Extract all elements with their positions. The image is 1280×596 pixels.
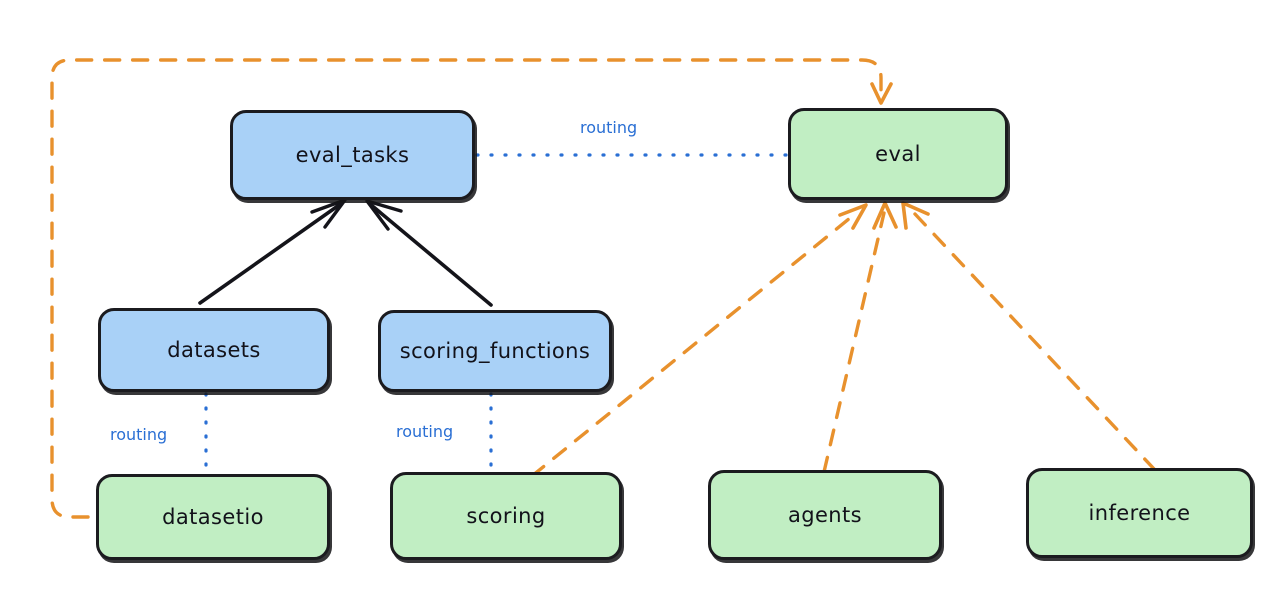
node-label-datasetio: datasetio bbox=[162, 505, 264, 529]
node-scoring-functions[interactable]: scoring_functions bbox=[378, 310, 612, 392]
edge-scoring_functions-to-eval_tasks bbox=[365, 199, 493, 307]
edge-datasetio-to-eval bbox=[50, 58, 893, 519]
edge-label-routing-eval-tasks-eval: routing bbox=[580, 118, 638, 137]
node-label-scoring-functions: scoring_functions bbox=[399, 339, 591, 363]
node-datasets[interactable]: datasets bbox=[98, 308, 330, 392]
edge-label-routing-scoring-functions-scoring: routing bbox=[396, 422, 454, 441]
edge-datasets-to-eval_tasks bbox=[198, 198, 347, 305]
edge-label-routing-datasets-datasetio: routing bbox=[110, 425, 168, 444]
node-label-agents: agents bbox=[787, 503, 862, 527]
node-eval[interactable]: eval bbox=[788, 108, 1008, 200]
edge-agents-to-eval bbox=[822, 201, 898, 474]
node-agents[interactable]: agents bbox=[708, 470, 942, 560]
node-label-inference: inference bbox=[1088, 501, 1191, 525]
node-label-eval-tasks: eval_tasks bbox=[295, 143, 410, 167]
node-label-scoring: scoring bbox=[466, 504, 546, 528]
node-datasetio[interactable]: datasetio bbox=[96, 474, 330, 560]
node-label-datasets: datasets bbox=[167, 338, 261, 362]
node-eval-tasks[interactable]: eval_tasks bbox=[230, 110, 475, 200]
node-scoring[interactable]: scoring bbox=[390, 472, 622, 560]
node-label-eval: eval bbox=[875, 142, 921, 166]
node-inference[interactable]: inference bbox=[1026, 468, 1253, 558]
edge-inference-to-eval bbox=[901, 201, 1157, 472]
edge-scoring-to-eval bbox=[530, 203, 868, 478]
